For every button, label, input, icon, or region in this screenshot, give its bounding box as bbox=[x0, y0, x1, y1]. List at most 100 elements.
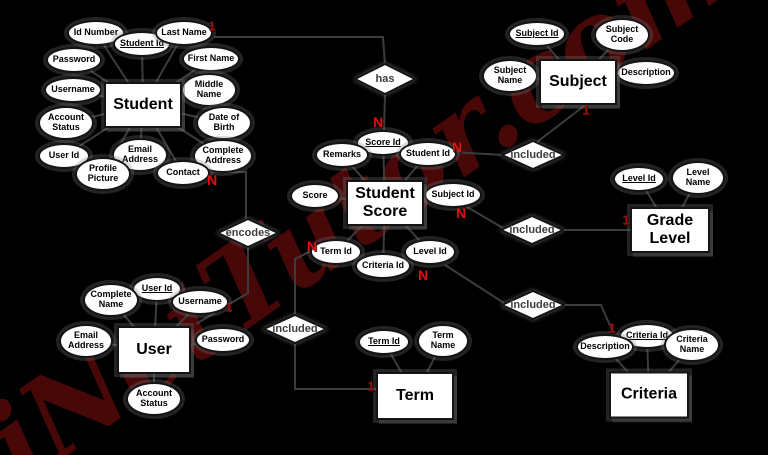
cardinality-label-one: 1 bbox=[608, 320, 616, 336]
entity-label: Student Score bbox=[355, 184, 415, 220]
attribute-user-password: Password bbox=[195, 327, 251, 353]
attribute-label: Subject Id bbox=[431, 189, 475, 200]
diamond-shape bbox=[217, 218, 279, 248]
attribute-label: Term Id bbox=[320, 246, 352, 257]
attribute-label: Criteria Id bbox=[361, 260, 404, 271]
attribute-label: Term Id bbox=[368, 336, 400, 347]
attribute-student-last-name: Last Name bbox=[155, 20, 213, 46]
attribute-label: Id Number bbox=[73, 27, 119, 38]
attribute-user-account-status: Account Status bbox=[126, 382, 182, 416]
attribute-student-middle-name: Middle Name bbox=[181, 73, 237, 107]
cardinality-label-one: 1 bbox=[225, 299, 233, 315]
diamond-shape bbox=[354, 63, 416, 95]
attribute-label: Account Status bbox=[136, 388, 172, 408]
attribute-student-score-criteria-id: Criteria Id bbox=[355, 253, 411, 279]
attribute-criteria-criteria-name: Criteria Name bbox=[664, 328, 720, 362]
attribute-subject-subject-code: Subject Code bbox=[594, 18, 650, 52]
cardinality-label-many: N bbox=[417, 267, 429, 283]
attribute-label: Description bbox=[580, 341, 630, 352]
relationship-connector-encodes-to-user bbox=[195, 247, 249, 325]
entity-subject: Subject bbox=[539, 59, 617, 105]
diamond-shape bbox=[501, 140, 565, 170]
diamond-shape bbox=[263, 314, 327, 344]
attribute-student-account-status: Account Status bbox=[38, 106, 94, 140]
entity-term: Term bbox=[376, 372, 454, 420]
attribute-label: Term Name bbox=[430, 330, 456, 350]
relationship-connector-subject-to-included bbox=[536, 105, 585, 143]
attribute-subject-subject-id: Subject Id bbox=[508, 21, 566, 47]
attribute-student-score-score: Score bbox=[290, 183, 340, 209]
attribute-label: Complete Name bbox=[90, 289, 132, 309]
attribute-label: Contact bbox=[166, 167, 200, 178]
cardinality-label-many: N bbox=[455, 205, 467, 221]
attribute-grade-level-level-name: Level Name bbox=[671, 161, 725, 195]
relationship-has: has bbox=[354, 63, 416, 95]
attribute-label: Criteria Id bbox=[625, 330, 668, 341]
attribute-student-first-name: First Name bbox=[182, 46, 240, 72]
entity-label: Term bbox=[396, 386, 434, 404]
attribute-label: Level Id bbox=[413, 246, 447, 257]
relationship-label: encodes bbox=[225, 227, 271, 239]
attribute-label: Email Address bbox=[121, 144, 158, 164]
attribute-student-user-id: User Id bbox=[38, 143, 90, 169]
attribute-grade-level-level-id: Level Id bbox=[613, 166, 665, 192]
relationship-connector-included-to-criteria bbox=[562, 304, 613, 331]
relationship-label: included bbox=[272, 323, 318, 335]
attribute-label: First Name bbox=[187, 53, 235, 64]
entity-criteria: Criteria bbox=[609, 371, 689, 419]
attribute-label: Password bbox=[201, 334, 245, 345]
attribute-label: Date of Birth bbox=[208, 112, 240, 132]
attribute-criteria-description: Description bbox=[576, 334, 634, 360]
relationship-encodes: encodes bbox=[217, 218, 279, 248]
entity-student-score: Student Score bbox=[346, 180, 424, 226]
diamond-shape bbox=[501, 290, 565, 320]
diamond-shape bbox=[500, 215, 564, 245]
attribute-label: Criteria Name bbox=[676, 334, 708, 354]
cardinality-label-one: 1 bbox=[622, 212, 630, 228]
attribute-student-date-of-birth: Date of Birth bbox=[196, 106, 252, 140]
entity-label: Grade Level bbox=[646, 211, 694, 247]
attribute-student-username: Username bbox=[44, 77, 102, 103]
cardinality-label-many: N bbox=[306, 238, 318, 254]
entity-label: User bbox=[136, 340, 172, 358]
relationship-included-term: included bbox=[263, 314, 327, 344]
relationship-label: included bbox=[510, 149, 556, 161]
relationship-connector-included-to-student-score-termid bbox=[294, 250, 312, 315]
relationship-connector-has-to-student-score bbox=[383, 93, 386, 132]
relationship-label: has bbox=[375, 73, 395, 85]
attribute-label: Level Name bbox=[685, 167, 711, 187]
relationship-connector-encodes-to-student bbox=[213, 171, 247, 219]
attribute-label: Subject Name bbox=[493, 65, 527, 85]
attribute-label: User Id bbox=[48, 150, 80, 161]
attribute-label: Account Status bbox=[48, 112, 84, 132]
cardinality-label-many: N bbox=[372, 114, 384, 130]
cardinality-label-many: N bbox=[451, 139, 463, 155]
entity-grade-level: Grade Level bbox=[630, 207, 710, 253]
relationship-included-grade-level: included bbox=[500, 215, 564, 245]
attribute-label: Username bbox=[51, 84, 95, 95]
attribute-subject-description: Description bbox=[616, 60, 676, 86]
entity-label: Criteria bbox=[620, 385, 678, 403]
attribute-student-profile-picture: Profile Picture bbox=[75, 157, 131, 191]
attribute-label: Student Id bbox=[120, 38, 164, 49]
attribute-label: Student Id bbox=[406, 148, 450, 159]
entity-student: Student bbox=[104, 82, 182, 128]
attribute-label: Subject Id bbox=[515, 28, 559, 39]
attribute-label: Score bbox=[302, 190, 328, 201]
attribute-label: Email Address bbox=[67, 330, 104, 350]
cardinality-label-one: 1 bbox=[367, 378, 375, 394]
attribute-subject-subject-name: Subject Name bbox=[482, 59, 538, 93]
relationship-label: included bbox=[510, 299, 556, 311]
attribute-student-password: Password bbox=[46, 47, 102, 73]
entity-label: Student bbox=[113, 95, 173, 113]
attribute-student-score-student-id: Student Id bbox=[399, 141, 457, 167]
relationship-included-criteria: included bbox=[501, 290, 565, 320]
attribute-label: Subject Code bbox=[605, 24, 639, 44]
cardinality-label-one: 1 bbox=[582, 102, 590, 118]
attribute-student-score-remarks: Remarks bbox=[315, 142, 369, 168]
attribute-user-complete-name: Complete Name bbox=[83, 283, 139, 317]
attribute-label: Level Id bbox=[622, 173, 656, 184]
attribute-student-contact: Contact bbox=[156, 160, 210, 186]
attribute-student-score-term-id: Term Id bbox=[310, 239, 362, 265]
